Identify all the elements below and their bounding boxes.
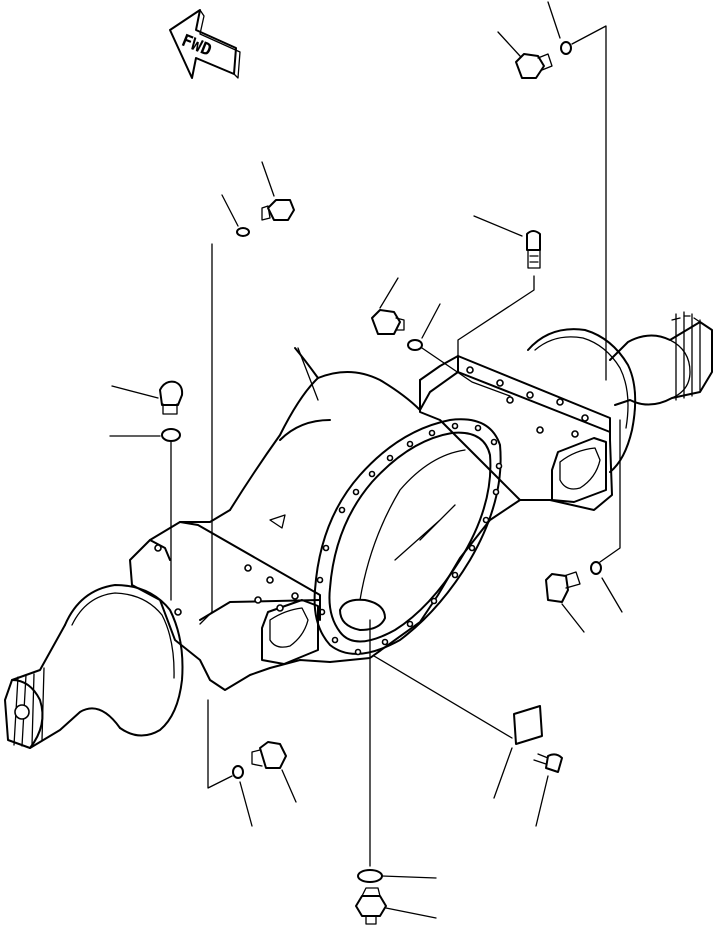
bolt-top-right <box>497 1 607 381</box>
bolt-right <box>545 419 623 633</box>
axle-housing <box>4 311 713 749</box>
plate-and-screw <box>373 655 563 827</box>
plug-left <box>109 380 184 601</box>
housing-holes <box>154 366 589 616</box>
drain-plug-bottom <box>355 619 437 925</box>
flange-bolt-holes <box>316 422 503 656</box>
plug-bottom-left <box>207 699 297 827</box>
breather-fitting <box>457 215 541 361</box>
plug-top-left <box>199 161 295 625</box>
plug-center <box>371 277 511 397</box>
housing-leader <box>297 347 319 401</box>
fwd-arrow: FWD <box>169 9 241 79</box>
